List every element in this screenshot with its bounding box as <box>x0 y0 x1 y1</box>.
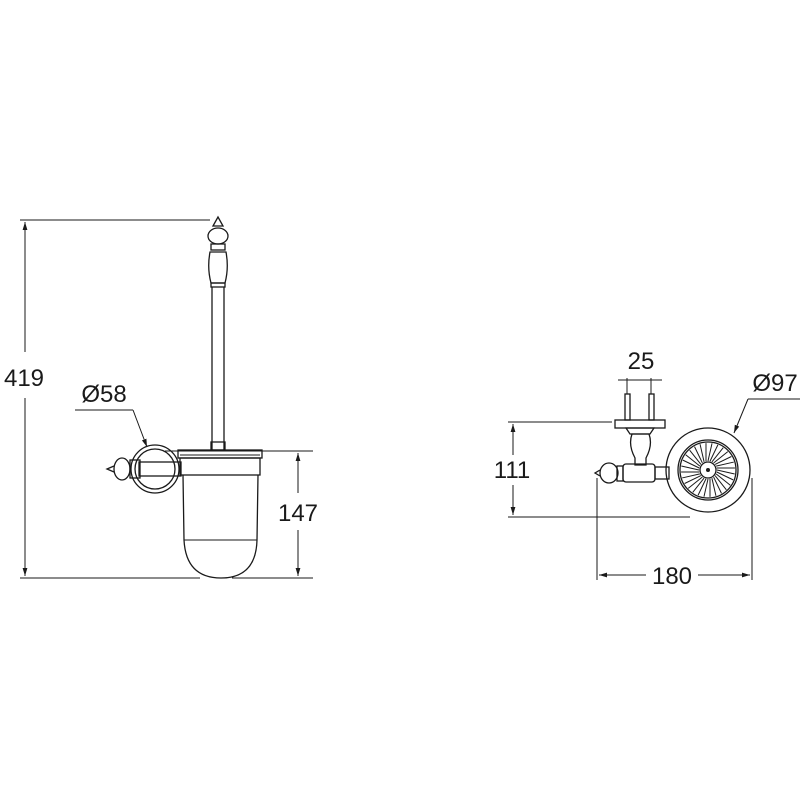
dimension-total-height: 419 <box>4 219 210 579</box>
front-view-brush-holder <box>105 215 263 579</box>
cup-pattern-spoke <box>682 473 701 479</box>
cup-pattern-spoke <box>709 444 719 462</box>
dimension-cup-diameter: Ø97 <box>733 370 800 434</box>
cup-height-label: 147 <box>278 500 318 527</box>
cup-pattern-spoke <box>714 456 732 465</box>
dimension-cup-height: 147 <box>165 450 318 579</box>
cup-pattern-spoke <box>713 451 729 464</box>
cup-pattern-spoke <box>713 476 722 494</box>
dimension-projection: 180 <box>596 478 753 590</box>
projection-label: 180 <box>652 563 692 590</box>
mount-height-label: 111 <box>494 457 530 484</box>
cup-pattern-spoke <box>711 447 724 463</box>
cup-pattern-spoke <box>682 459 700 469</box>
cup-pattern-spoke <box>716 469 735 475</box>
cup-pattern-spoke <box>697 478 707 496</box>
cup-pattern-spoke <box>716 471 734 481</box>
cup-pattern-spoke <box>703 478 709 497</box>
ring-diameter-label: Ø58 <box>81 381 126 408</box>
cup-pattern-spoke <box>715 461 734 467</box>
cup-pattern-spoke <box>687 476 703 489</box>
dimension-screw-spacing: 25 <box>618 348 662 394</box>
cup-pattern-spoke <box>699 444 705 463</box>
cup-pattern-spoke <box>707 443 713 462</box>
cup-pattern-spoke <box>692 477 705 493</box>
cup-pattern-spoke <box>694 446 703 464</box>
cup-pattern-spoke <box>711 477 717 496</box>
dimension-mount-height: 111 <box>494 421 690 518</box>
cup-diameter-label: Ø97 <box>752 370 797 397</box>
cup-pattern-spoke <box>681 465 700 471</box>
screw-spacing-label: 25 <box>628 348 655 375</box>
cup-pattern-spoke <box>685 454 701 467</box>
side-view-brush-holder <box>593 393 751 513</box>
cup-pattern-spoke <box>714 475 727 491</box>
total-height-label: 419 <box>4 365 44 392</box>
cup-pattern-spoke <box>689 449 702 465</box>
cup-pattern-spoke <box>715 473 731 486</box>
cup-pattern-spoke <box>684 475 702 484</box>
dimension-ring-diameter: Ø58 <box>75 381 148 448</box>
